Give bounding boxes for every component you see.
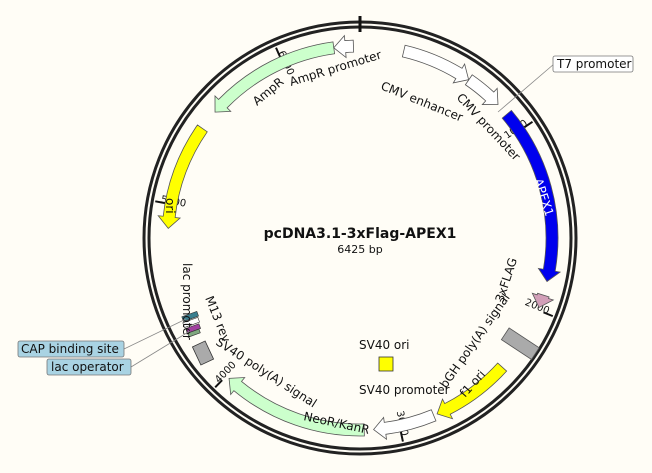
ampr-arc bbox=[214, 41, 336, 113]
ampr-promoter-arc bbox=[333, 34, 355, 59]
cmv-enhancer-arc bbox=[401, 44, 470, 84]
lac-promoter-label: lac promoter bbox=[180, 263, 194, 340]
lac-operator-callout-label: lac operator bbox=[51, 360, 124, 374]
t7-promoter-leader bbox=[497, 63, 555, 113]
sv40-promoter-label: SV40 promoter bbox=[359, 383, 450, 397]
cap-binding-site-callout-label: CAP binding site bbox=[21, 342, 119, 356]
t7-promoter-callout: T7 promoter bbox=[497, 55, 634, 113]
m13-rev-label: M13 rev bbox=[202, 294, 233, 344]
tick-2000 bbox=[543, 311, 554, 318]
tick-5000 bbox=[155, 200, 166, 205]
cap-binding-site-leader bbox=[123, 318, 187, 350]
f1-ori-arc bbox=[436, 362, 508, 420]
tick-4000 bbox=[214, 379, 223, 389]
ori-arc bbox=[157, 124, 208, 229]
cap-binding-site-callout: CAP binding site bbox=[17, 318, 187, 358]
neor-kanr-arc bbox=[228, 377, 365, 437]
sv40-polya-mark bbox=[191, 340, 215, 366]
feature-arcs bbox=[157, 34, 562, 441]
sv40-promoter-arc bbox=[373, 409, 437, 441]
cap-binding-site-box bbox=[17, 340, 125, 358]
m13-rev-mark bbox=[187, 328, 201, 338]
tick-1000 bbox=[523, 120, 534, 129]
sv40-ori-mark bbox=[378, 356, 394, 372]
t7-promoter-callout-label: T7 promoter bbox=[556, 57, 632, 71]
tick-3000 bbox=[399, 431, 404, 442]
cmv-promoter-arc bbox=[464, 74, 499, 105]
sv40-ori-label: SV40 ori bbox=[359, 338, 410, 352]
cmv-enhancer-label: CMV enhancer bbox=[379, 79, 465, 125]
t7-promoter-box bbox=[552, 55, 634, 73]
bgh-polya-mark bbox=[500, 327, 540, 361]
plasmid-length: 6425 bp bbox=[337, 243, 382, 256]
lac-operator-callout: lac operator bbox=[46, 330, 191, 376]
lac-region-features bbox=[181, 310, 215, 366]
3xflag-arc bbox=[531, 292, 555, 309]
lac-operator-leader bbox=[130, 330, 191, 368]
lac-operator-box bbox=[46, 358, 132, 376]
plasmid-title: pcDNA3.1-3xFlag-APEX1 bbox=[264, 226, 457, 242]
lac-promoter-mark bbox=[182, 316, 200, 328]
tick-6000 bbox=[275, 47, 281, 58]
ori-label: ori bbox=[163, 198, 177, 214]
apex1-arc bbox=[501, 109, 562, 283]
